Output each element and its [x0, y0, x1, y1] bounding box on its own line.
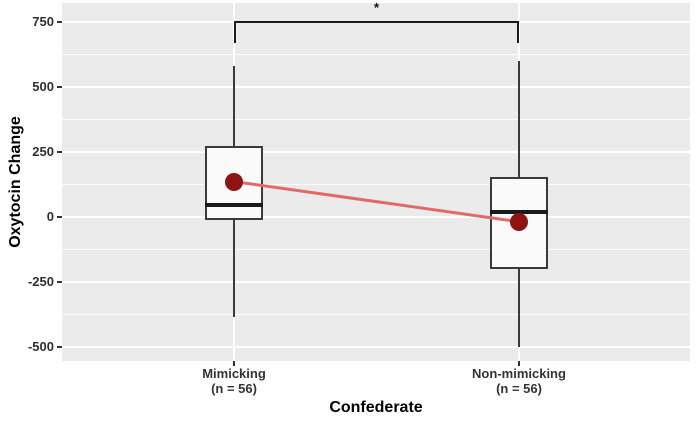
gridline-minor: [62, 119, 690, 120]
x-tick-mark: [518, 361, 520, 366]
gridline-major: [62, 86, 690, 88]
gridline-major: [62, 216, 690, 218]
x-category-label: Non-mimicking: [472, 366, 566, 381]
x-category-sublabel: (n = 56): [496, 381, 542, 396]
gridline-major: [62, 346, 690, 348]
mean-point: [510, 213, 528, 232]
y-tick-label: 750: [32, 14, 54, 29]
y-tick-label: 0: [46, 209, 54, 224]
gridline-minor: [62, 249, 690, 250]
x-category-label: Mimicking: [202, 366, 266, 381]
y-tick-mark: [57, 346, 62, 348]
median-line: [205, 203, 263, 208]
significance-bracket-bar: [234, 21, 519, 23]
y-tick-mark: [57, 281, 62, 283]
gridline-major: [62, 281, 690, 283]
x-category-sublabel: (n = 56): [211, 381, 257, 396]
panel-background: [62, 3, 690, 361]
x-tick-mark: [233, 361, 235, 366]
median-line: [490, 209, 548, 214]
mean-point: [225, 172, 243, 191]
significance-bracket-tick-right: [517, 21, 519, 43]
y-tick-label: -250: [27, 274, 54, 289]
y-tick-mark: [57, 21, 62, 23]
gridline-minor: [62, 314, 690, 315]
y-tick-label: -500: [27, 339, 54, 354]
gridline-minor: [62, 184, 690, 185]
y-tick-label: 250: [32, 144, 54, 159]
y-tick-mark: [57, 151, 62, 153]
y-tick-mark: [57, 216, 62, 218]
y-tick-label: 500: [32, 79, 54, 94]
significance-bracket-tick-left: [234, 21, 236, 43]
y-tick-mark: [57, 86, 62, 88]
gridline-minor: [62, 54, 690, 55]
x-axis-title: Confederate: [329, 399, 423, 416]
gridline-major: [62, 151, 690, 153]
significance-label: *: [373, 0, 380, 15]
